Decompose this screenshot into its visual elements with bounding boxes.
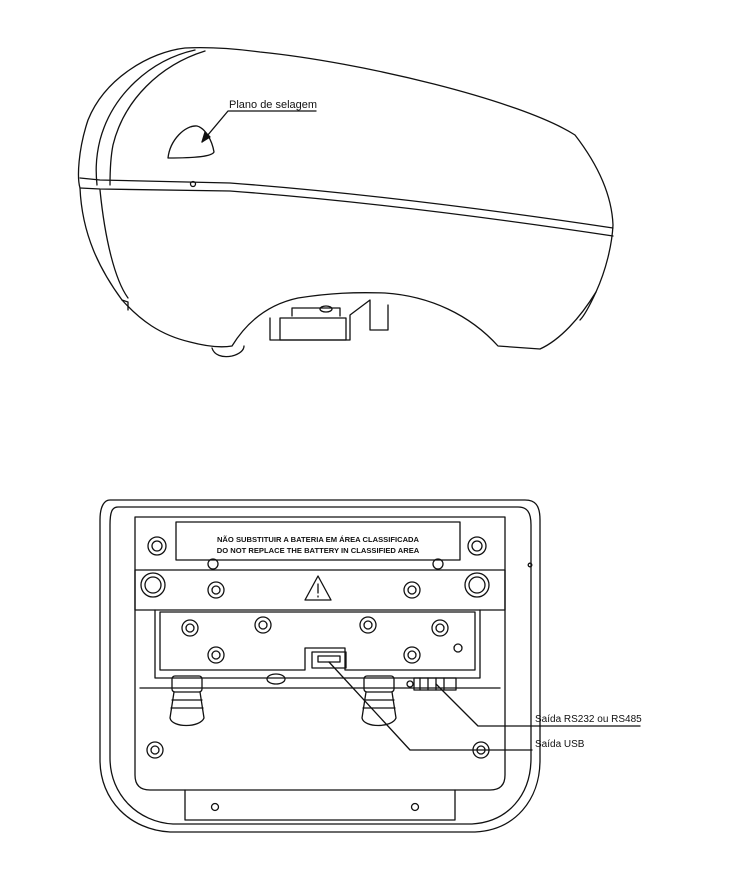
serial-output-label: Saída RS232 ou RS485 [535,714,642,725]
battery-cover [159,611,476,671]
housing-seam-line-2 [79,187,614,237]
panel-screws [181,616,463,664]
sealing-plane-label: Plano de selagem [229,99,317,111]
serial-connector-pins [419,677,445,691]
recessed-panel [134,516,506,791]
mounting-bar [134,569,506,611]
usb-port-inner [317,655,341,663]
side-view [77,46,614,358]
warning-label-line2: DO NOT REPLACE THE BATTERY IN CLASSIFIED… [217,546,420,555]
serial-connector [413,677,457,691]
lower-body-curve [99,189,129,299]
serial-output-leader [435,683,641,727]
usb-output-leader [328,661,533,751]
side-indicator [527,562,533,568]
cable-gland-right [361,675,397,727]
side-tab [121,299,129,311]
corner-screws [146,536,490,759]
sealing-plane-dome [167,125,215,159]
rail-oval [266,673,286,685]
usb-port [311,651,347,669]
front-view [99,499,541,833]
warning-triangle-icon [304,575,332,601]
housing-seam-line [79,177,614,229]
bottom-screw [319,305,333,313]
connector-screw [406,680,414,688]
front-edge-curve-inner [109,50,206,186]
warning-plate [175,521,461,561]
warning-label-line1: NÃO SUBSTITUIR A BATERIA EM ÁREA CLASSIF… [217,535,420,544]
bottom-bracket-detail [291,307,341,317]
bar-screws [140,558,490,599]
usb-output-label: Saída USB [535,739,585,750]
mounting-bar-lower [154,609,481,679]
front-edge-curve [95,49,196,186]
bottom-lip [184,789,456,821]
sealing-plane-leader [201,110,317,143]
side-housing-outline [77,46,614,350]
seam-hole [189,180,197,188]
foot-left [211,345,245,358]
rear-curve [579,291,597,321]
front-housing-inner-rim [109,506,532,825]
bottom-lip-hole-right [410,802,420,812]
bottom-bracket [279,317,347,341]
sealing-plane-arrowhead [201,131,211,143]
front-housing-outline [99,499,541,833]
bottom-lip-hole-left [210,802,220,812]
cable-gland-left [169,675,205,727]
